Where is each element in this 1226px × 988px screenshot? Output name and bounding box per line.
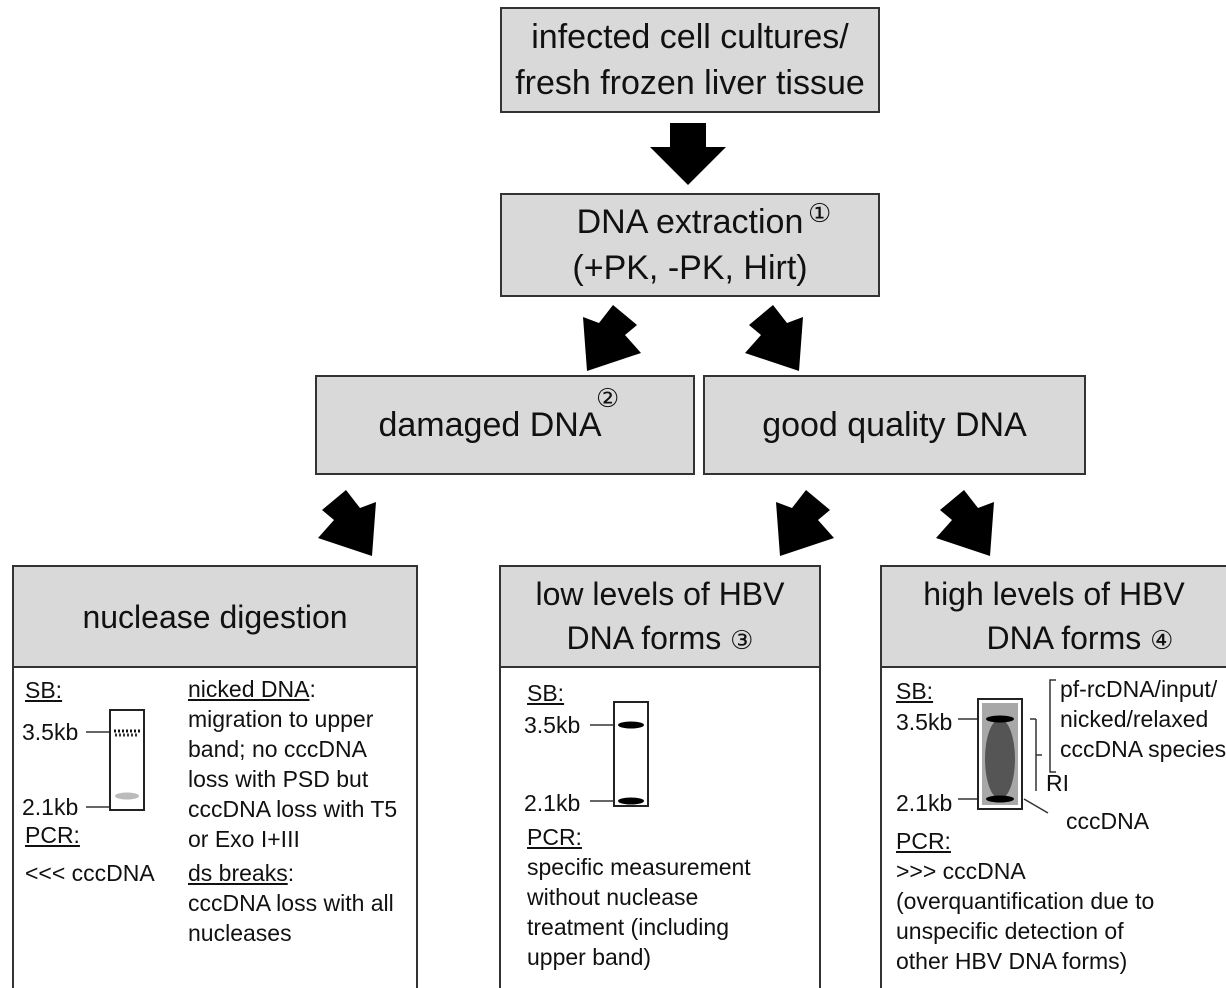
- high-marker-2-1kb: 2.1kb: [896, 790, 953, 816]
- low-levels-title-line1: low levels of HBV: [535, 575, 785, 612]
- high-southern-blot-lane: [958, 698, 1049, 814]
- low-pcr-line: upper band): [527, 944, 652, 970]
- dna-extraction-methods: (+PK, -PK, Hirt): [572, 249, 808, 287]
- low-sb-label: SB:: [527, 680, 565, 706]
- nuclease-pcr-result: <<< cccDNA: [25, 860, 155, 886]
- high-annot-line: nicked/relaxed: [1060, 706, 1209, 732]
- damaged-dna-box: damaged DNA: [315, 375, 695, 475]
- high-pcr-line: other HBV DNA forms): [896, 948, 1128, 974]
- input-samples-line2: fresh frozen liver tissue: [515, 64, 865, 102]
- dna-extraction-box: DNA extraction (+PK, -PK, Hirt): [500, 193, 880, 297]
- high-sb-label: SB:: [896, 678, 934, 704]
- low-levels-title-line2: DNA forms: [566, 619, 722, 656]
- nicked-dna-line: migration to upper: [188, 706, 374, 732]
- low-southern-blot-lane: [590, 701, 649, 807]
- nuclease-southern-blot-lane: [86, 709, 145, 811]
- low-pcr-line: specific measurement: [527, 854, 751, 880]
- low-marker-2-1kb: 2.1kb: [524, 790, 581, 816]
- arrow-to-high-levels: [936, 490, 994, 556]
- nicked-dna-line: loss with PSD but: [188, 766, 369, 792]
- nuclease-sb-label: SB:: [25, 677, 63, 703]
- step-marker-2: ②: [596, 383, 620, 413]
- step-marker-3: ③: [730, 624, 754, 655]
- high-annot-line: pf-rcDNA/input/: [1060, 676, 1218, 702]
- nuclease-pcr-label: PCR:: [25, 822, 80, 848]
- high-levels-title-line1: high levels of HBV: [923, 575, 1185, 612]
- low-marker-3-5kb: 3.5kb: [524, 712, 581, 738]
- low-pcr-line: without nuclease: [527, 884, 699, 910]
- nuclease-marker-2-1kb: 2.1kb: [22, 794, 79, 820]
- high-pcr-line: >>> cccDNA: [896, 858, 1026, 884]
- low-levels-panel: low levels of HBV DNA forms ③: [499, 565, 821, 988]
- step-marker-4: ④: [1150, 624, 1174, 655]
- nuclease-digestion-header: nuclease digestion: [14, 567, 416, 668]
- ds-breaks-line: cccDNA loss with all: [188, 890, 394, 916]
- nuclease-digestion-panel: nuclease digestion: [12, 565, 418, 988]
- high-annot-cccdna: cccDNA: [1066, 808, 1150, 834]
- nicked-dna-heading: nicked DNA:: [188, 676, 316, 702]
- good-quality-dna-label: good quality DNA: [762, 406, 1027, 444]
- dna-extraction-label: DNA extraction: [576, 203, 804, 241]
- nuclease-digestion-title: nuclease digestion: [82, 598, 348, 635]
- high-levels-title-line2: DNA forms: [986, 619, 1142, 656]
- nuclease-marker-3-5kb: 3.5kb: [22, 719, 79, 745]
- input-samples-line1: infected cell cultures/: [531, 18, 849, 56]
- high-annot-line: cccDNA species: [1060, 736, 1226, 762]
- input-samples-box: infected cell cultures/ fresh frozen liv…: [500, 7, 880, 113]
- arrow-down-1: [650, 123, 726, 185]
- high-pcr-line: (overquantification due to: [896, 888, 1155, 914]
- ds-breaks-heading: ds breaks:: [188, 860, 295, 886]
- ds-breaks-line: nucleases: [188, 920, 292, 946]
- high-levels-header: high levels of HBV DNA forms ④: [882, 567, 1226, 668]
- arrow-to-low-levels: [776, 490, 834, 556]
- nicked-dna-line: band; no cccDNA: [188, 736, 367, 762]
- low-pcr-label: PCR:: [527, 824, 582, 850]
- good-quality-dna-box: good quality DNA: [703, 375, 1086, 475]
- arrow-to-good: [745, 305, 803, 371]
- arrow-to-nuclease: [318, 490, 376, 556]
- damaged-dna-label: damaged DNA: [378, 406, 602, 444]
- high-annotation-bracket: [1049, 679, 1056, 773]
- nicked-dna-line: or Exo I+III: [188, 826, 300, 852]
- high-annot-ri: RI: [1046, 770, 1069, 796]
- high-pcr-label: PCR:: [896, 828, 951, 854]
- high-pcr-line: unspecific detection of: [896, 918, 1124, 944]
- high-marker-3-5kb: 3.5kb: [896, 709, 953, 735]
- arrow-to-damaged: [583, 305, 641, 371]
- nicked-dna-line: cccDNA loss with T5: [188, 796, 398, 822]
- low-levels-header: low levels of HBV DNA forms ③: [501, 567, 819, 668]
- low-pcr-line: treatment (including: [527, 914, 729, 940]
- step-marker-1: ①: [808, 198, 832, 228]
- high-levels-panel: high levels of HBV DNA forms ④: [880, 565, 1226, 988]
